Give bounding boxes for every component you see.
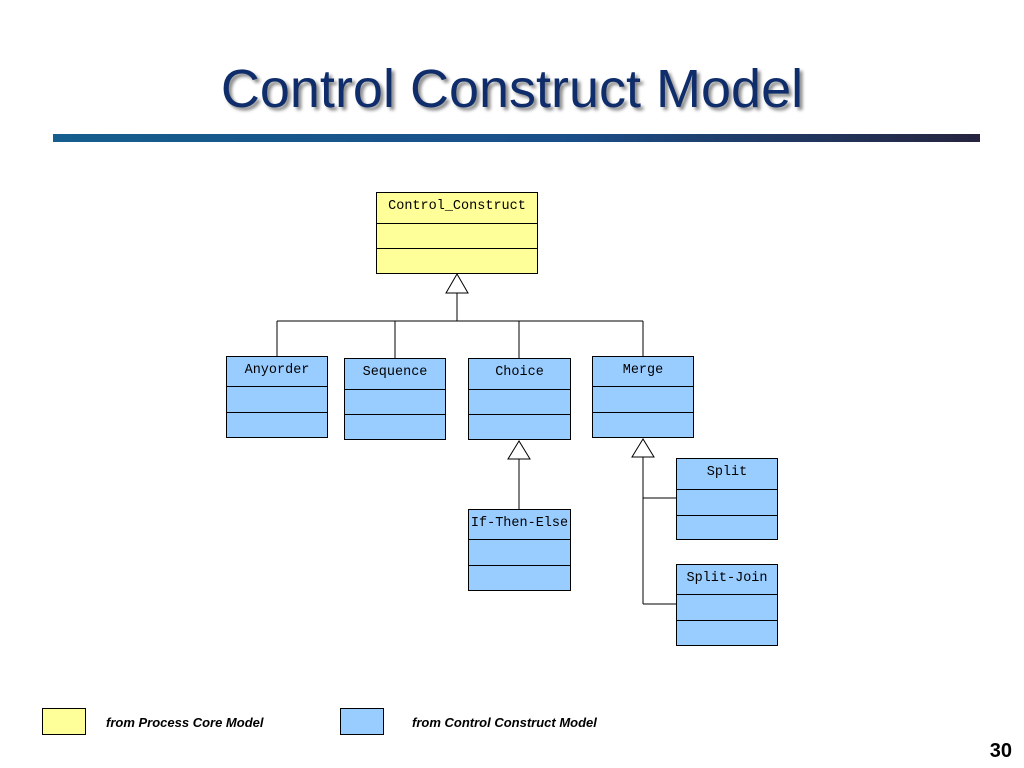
class-name: Anyorder <box>244 363 310 378</box>
page-number: 30 <box>989 740 1012 762</box>
generalization-arrowhead-choice <box>507 440 531 460</box>
class-operations <box>469 565 570 590</box>
class-merge: Merge <box>592 356 694 438</box>
class-name: Sequence <box>362 365 428 380</box>
class-name: Control_Construct <box>388 199 526 214</box>
class-attributes <box>345 389 445 414</box>
class-attributes <box>677 594 777 620</box>
class-name: Split-Join <box>686 571 768 586</box>
class-split-join: Split-Join <box>676 564 778 646</box>
slide-title: Control Construct Model <box>220 59 804 119</box>
class-operations <box>677 515 777 539</box>
class-operations <box>469 414 570 439</box>
class-control-construct: Control_Construct <box>376 192 538 274</box>
legend-swatch-process-core <box>42 708 86 735</box>
class-name: Choice <box>495 365 544 380</box>
class-anyorder: Anyorder <box>226 356 328 438</box>
class-operations <box>227 412 327 437</box>
class-attributes <box>469 389 570 414</box>
legend-label-process-core: from Process Core Model <box>106 715 264 730</box>
class-if-then-else: If-Then-Else <box>468 509 571 591</box>
class-attributes <box>593 386 693 412</box>
generalization-arrowhead-control-construct <box>445 273 469 294</box>
class-operations <box>677 620 777 645</box>
class-choice: Choice <box>468 358 571 440</box>
class-split: Split <box>676 458 778 540</box>
class-sequence: Sequence <box>344 358 446 440</box>
generalization-arrowhead-merge <box>631 438 655 458</box>
legend-label-control-construct: from Control Construct Model <box>412 715 597 730</box>
class-attributes <box>377 223 537 248</box>
class-operations <box>593 412 693 437</box>
class-attributes <box>469 539 570 565</box>
legend-swatch-control-construct <box>340 708 384 735</box>
class-name: If-Then-Else <box>470 516 569 531</box>
class-operations <box>345 414 445 439</box>
class-attributes <box>227 386 327 412</box>
class-name: Split <box>706 465 748 480</box>
class-attributes <box>677 489 777 515</box>
class-operations <box>377 248 537 273</box>
class-name: Merge <box>622 363 664 378</box>
title-divider <box>53 134 980 142</box>
